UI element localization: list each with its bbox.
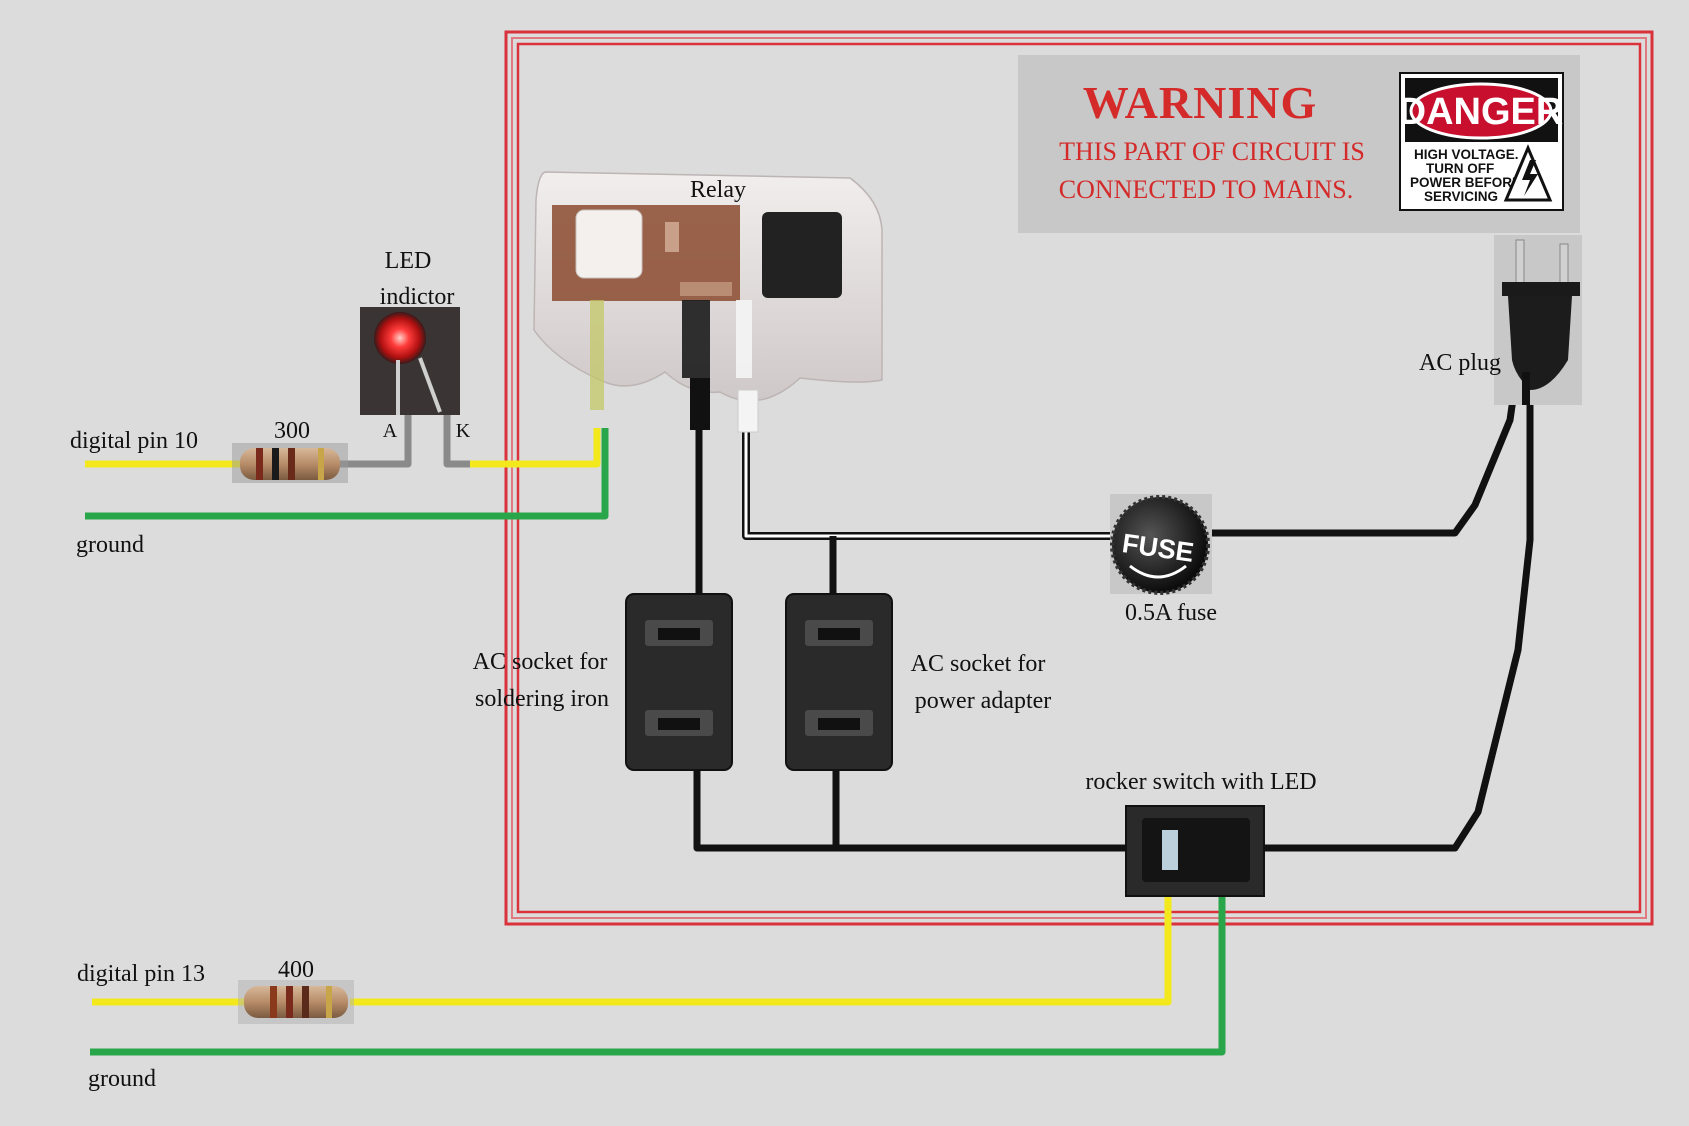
danger-line-2: TURN OFF [1426, 161, 1494, 176]
danger-line-4: SERVICING [1424, 189, 1498, 204]
digital-pin-10-label: digital pin 10 [70, 428, 198, 454]
ac-plug-label: AC plug [1419, 350, 1501, 376]
danger-sign: DANGER HIGH VOLTAGE. TURN OFF POWER BEFO… [1399, 72, 1564, 211]
resistor-400-label: 400 [278, 957, 314, 983]
wire-ground-top [85, 428, 609, 520]
led-label-line-2: indictor [380, 284, 455, 310]
digital-pin-13-label: digital pin 13 [77, 961, 205, 987]
led-cathode-label: K [456, 420, 471, 442]
relay-label: Relay [690, 177, 746, 203]
resistor-300-label: 300 [274, 418, 310, 444]
led-indicator: LED indictor A K [360, 248, 471, 442]
warning-line-2: CONNECTED TO MAINS. [1059, 175, 1353, 204]
ground-top-label: ground [76, 532, 144, 558]
ground-bottom-label: ground [88, 1066, 156, 1092]
wire-led-cathode [443, 415, 470, 468]
resistor-400: 400 [238, 957, 354, 1024]
mains-area-border [504, 30, 1654, 926]
rocker-switch-with-led: rocker switch with LED [1085, 769, 1317, 897]
relay-module: Relay [533, 171, 883, 433]
socket-adapter-label-line-1: AC socket for [911, 651, 1046, 677]
socket-adapter-label-line-2: power adapter [915, 688, 1052, 714]
warning-panel: WARNING THIS PART OF CIRCUIT IS CONNECTE… [1018, 55, 1580, 233]
wire-fuse-to-plug [1208, 391, 1518, 537]
resistor-300: 300 [232, 418, 348, 483]
warning-line-1: THIS PART OF CIRCUIT IS [1059, 137, 1365, 166]
danger-word: DANGER [1399, 91, 1564, 133]
high-voltage-icon [1503, 144, 1553, 202]
socket-iron-label-line-1: AC socket for [473, 649, 608, 675]
ac-plug: AC plug [1419, 235, 1582, 405]
wire-pin13-to-switch [350, 890, 1172, 1006]
danger-line-1: HIGH VOLTAGE. [1414, 147, 1519, 162]
led-anode-label: A [383, 420, 398, 442]
ac-socket-power-adapter: AC socket for power adapter [785, 593, 1052, 771]
fuse-label: 0.5A fuse [1125, 600, 1217, 626]
socket-iron-label-line-2: soldering iron [475, 686, 609, 712]
wire-ground-bottom [90, 895, 1226, 1056]
led-label-line-1: LED [385, 248, 432, 274]
fuse: FUSE 0.5A fuse [1110, 494, 1217, 626]
wire-led-to-relay-yellow [470, 428, 601, 468]
wire-sockets-to-switch [693, 765, 1130, 852]
warning-title: WARNING [1083, 77, 1317, 128]
wire-pin10-resistor-to-led [340, 415, 412, 468]
wires [85, 391, 1534, 1056]
danger-line-3: POWER BEFORE [1410, 175, 1521, 190]
rocker-switch-label: rocker switch with LED [1085, 769, 1316, 795]
ac-socket-soldering-iron: AC socket for soldering iron [473, 593, 733, 771]
wire-relay-white [742, 410, 1112, 540]
wire-switch-to-plug [1262, 392, 1534, 852]
